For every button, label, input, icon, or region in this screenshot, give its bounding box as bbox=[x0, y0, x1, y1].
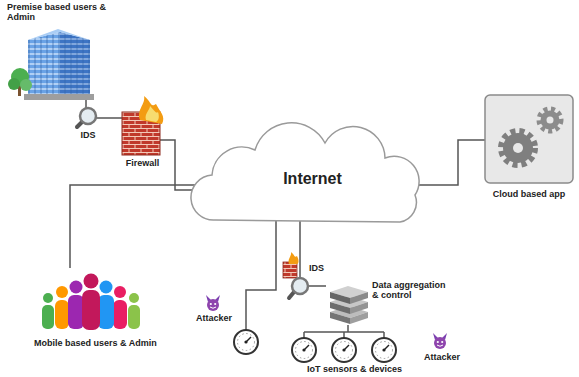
server-stack bbox=[330, 286, 368, 324]
office-building bbox=[8, 29, 94, 100]
node-label: IDS bbox=[68, 130, 108, 140]
iot-gauge bbox=[234, 330, 396, 362]
firewall-node: Firewall bbox=[115, 104, 170, 172]
node-label: Data aggregation & control bbox=[372, 280, 454, 301]
cloud-app-box bbox=[485, 95, 573, 183]
sensor-wire bbox=[246, 212, 276, 330]
firewall-small bbox=[283, 252, 299, 278]
data-aggregation-node: Data aggregation & control bbox=[326, 280, 456, 325]
iot-sensors-node: IoT sensors & devices bbox=[282, 328, 427, 376]
mobile-users bbox=[42, 274, 140, 331]
attacker-icon bbox=[206, 295, 447, 349]
network-link bbox=[96, 117, 122, 119]
node-label: Cloud based app bbox=[483, 189, 575, 199]
ids-magnifier bbox=[77, 108, 96, 127]
building-node: Premise based users & Admin bbox=[5, 2, 125, 100]
cloud-app-node: Cloud based app bbox=[483, 95, 575, 203]
node-label: IoT sensors & devices bbox=[282, 364, 427, 374]
network-link bbox=[85, 100, 87, 108]
ids-node: IDS bbox=[74, 106, 102, 142]
network-link bbox=[309, 285, 326, 287]
attacker-label: Attacker bbox=[196, 313, 232, 323]
network-link bbox=[347, 325, 349, 328]
node-label: Premise based users & Admin bbox=[7, 2, 117, 23]
internet-cloud-node: Internet bbox=[195, 140, 430, 230]
node-label: IDS bbox=[309, 263, 339, 273]
mobile-users-node: Mobile based users & Admin bbox=[30, 268, 180, 353]
node-label: Firewall bbox=[115, 158, 170, 168]
attacker-label: Attacker bbox=[424, 352, 460, 362]
ids-magnifier bbox=[289, 278, 308, 298]
sensor-bus bbox=[304, 328, 384, 338]
network-link bbox=[410, 140, 485, 185]
ids-node: IDS bbox=[291, 277, 309, 295]
firewall-wall bbox=[122, 96, 163, 155]
node-label: Internet bbox=[195, 170, 430, 188]
node-label: Mobile based users & Admin bbox=[34, 338, 180, 348]
